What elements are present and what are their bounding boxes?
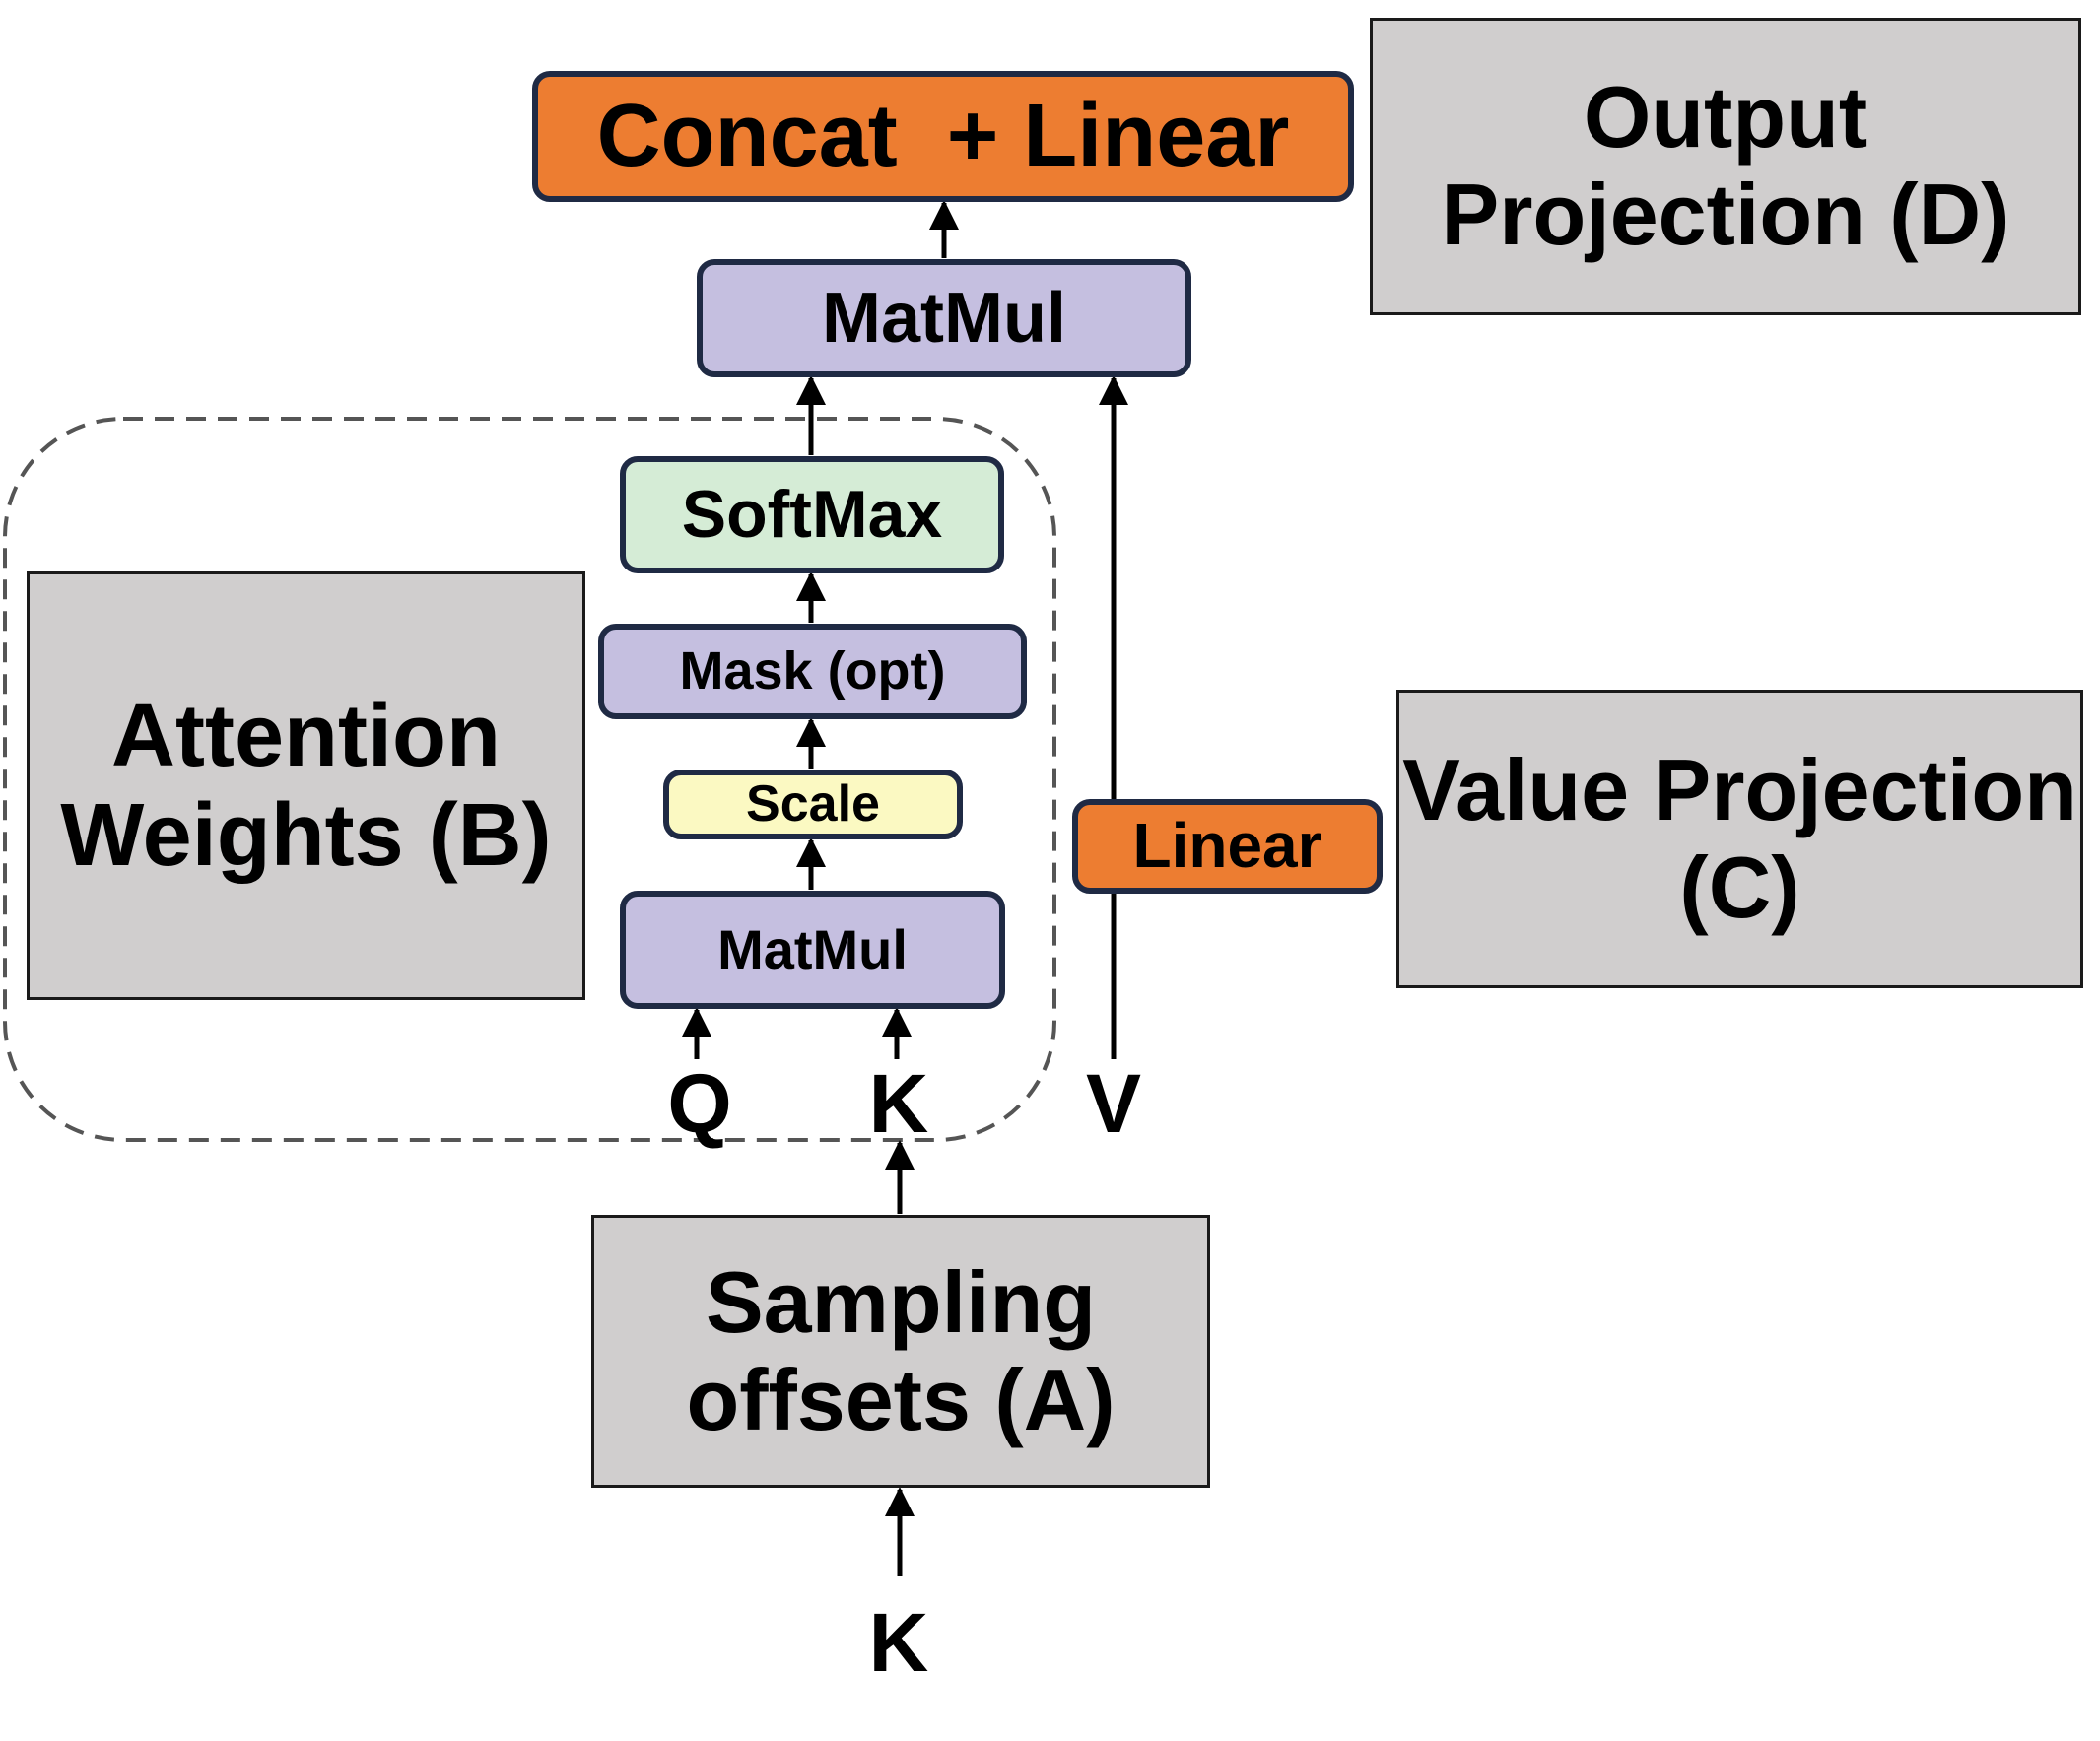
- output-projection-box: Output Projection (D): [1370, 18, 2081, 315]
- matmul-bottom-label: MatMul: [717, 917, 908, 980]
- input-k-bottom-label: K: [868, 1596, 929, 1689]
- input-k-label: K: [868, 1057, 929, 1150]
- mask-label: Mask (opt): [679, 641, 946, 702]
- scale-block: Scale: [663, 770, 963, 839]
- concat-linear-label: Concat + Linear: [596, 87, 1290, 186]
- scale-label: Scale: [746, 775, 880, 834]
- value-projection-label: Value Projection (C): [1402, 740, 2077, 936]
- matmul-bottom-block: MatMul: [620, 891, 1005, 1009]
- input-q-label: Q: [667, 1057, 732, 1150]
- attention-region-outline: [3, 417, 1056, 1142]
- sampling-offsets-box: Sampling offsets (A): [591, 1215, 1210, 1488]
- value-projection-box: Value Projection (C): [1396, 690, 2083, 988]
- linear-v-block: Linear: [1072, 799, 1383, 894]
- softmax-label: SoftMax: [681, 477, 943, 553]
- mask-block: Mask (opt): [598, 624, 1027, 719]
- softmax-block: SoftMax: [620, 456, 1004, 573]
- matmul-top-block: MatMul: [697, 259, 1191, 377]
- attention-weights-box: Attention Weights (B): [27, 571, 585, 1000]
- output-projection-label: Output Projection (D): [1441, 68, 2010, 263]
- input-v-label: V: [1085, 1057, 1142, 1150]
- linear-v-label: Linear: [1132, 810, 1322, 882]
- sampling-offsets-label: Sampling offsets (A): [686, 1252, 1116, 1448]
- matmul-top-label: MatMul: [822, 278, 1066, 358]
- attention-weights-label: Attention Weights (B): [60, 686, 552, 885]
- concat-linear-block: Concat + Linear: [532, 71, 1354, 202]
